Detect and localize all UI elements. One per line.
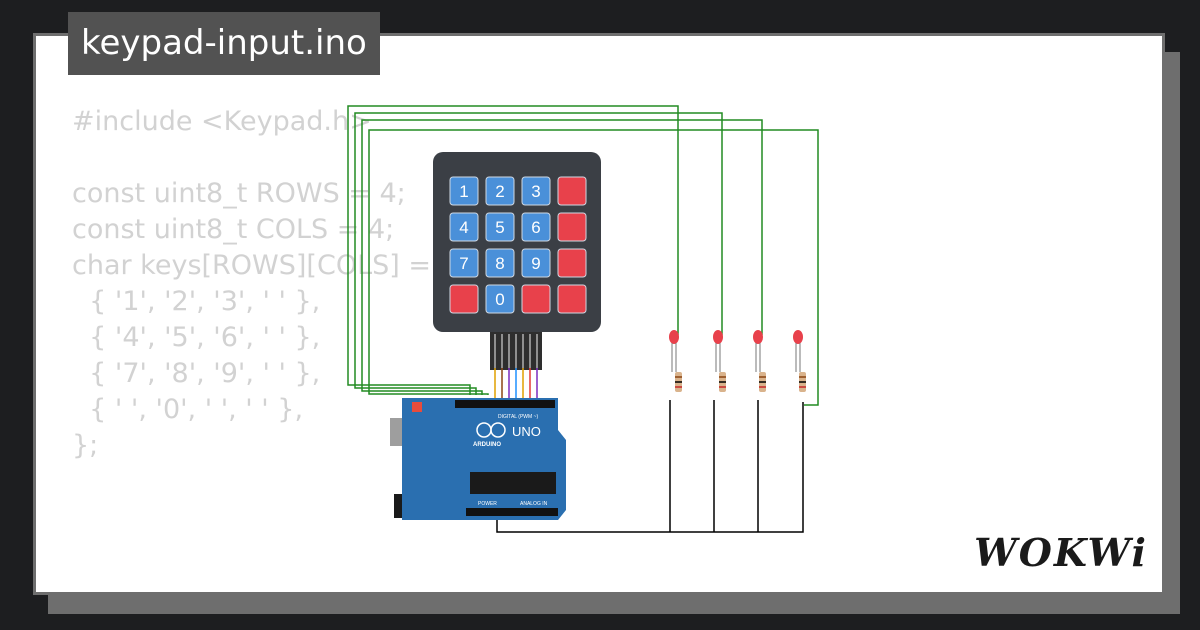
- ground-wires: [496, 400, 804, 533]
- keypad-key-label: 7: [459, 254, 468, 273]
- led[interactable]: [753, 330, 766, 392]
- led[interactable]: [713, 330, 726, 392]
- keypad-key-label: 6: [531, 218, 540, 237]
- keypad-key[interactable]: [557, 176, 587, 206]
- sketch-title: keypad-input.ino: [68, 12, 380, 75]
- keypad-key-label: 8: [495, 254, 504, 273]
- led[interactable]: [793, 330, 806, 392]
- keypad-key[interactable]: 3: [521, 176, 551, 206]
- keypad-key[interactable]: 1: [449, 176, 479, 206]
- code-line: const uint8_t COLS = 4;: [72, 214, 395, 245]
- keypad-key-label: 4: [459, 218, 468, 237]
- keypad-key[interactable]: [557, 248, 587, 278]
- keypad-key-label: 5: [495, 218, 504, 237]
- code-line: };: [72, 430, 99, 461]
- keypad-ribbon: [490, 332, 542, 370]
- keypad-key-label: 2: [495, 182, 504, 201]
- keypad-key[interactable]: 2: [485, 176, 515, 206]
- keypad-key[interactable]: [557, 212, 587, 242]
- keypad-key[interactable]: 9: [521, 248, 551, 278]
- keypad-key[interactable]: 7: [449, 248, 479, 278]
- keypad-key-label: 1: [459, 182, 468, 201]
- arduino-uno[interactable]: UNO ARDUINO DIGITAL (PWM ~) POWER ANALOG…: [390, 398, 566, 520]
- keypad-key[interactable]: 4: [449, 212, 479, 242]
- keypad-key-label: 3: [531, 182, 540, 201]
- code-line: { '4', '5', '6', ' ' },: [72, 322, 321, 353]
- led[interactable]: [669, 330, 682, 392]
- keypad-key[interactable]: [449, 284, 479, 314]
- digital-label: DIGITAL (PWM ~): [498, 414, 538, 420]
- keypad-key-label: 9: [531, 254, 540, 273]
- code-line: #include <Keypad.h>: [72, 106, 372, 137]
- code-line: { '7', '8', '9', ' ' },: [72, 358, 321, 389]
- code-line: const uint8_t ROWS = 4;: [72, 178, 406, 209]
- code-preview: #include <Keypad.h> const uint8_t ROWS =…: [72, 104, 457, 464]
- keypad-key[interactable]: 6: [521, 212, 551, 242]
- analog-label: ANALOG IN: [520, 501, 548, 507]
- board-model: UNO: [512, 424, 541, 439]
- wokwi-logo: WOKWi: [974, 530, 1148, 575]
- green-wires: [347, 105, 819, 406]
- code-line: { ' ', '0', ' ', ' ' },: [72, 394, 304, 425]
- keypad-key[interactable]: [557, 284, 587, 314]
- board-brand: ARDUINO: [473, 442, 501, 448]
- led-group: [669, 330, 806, 392]
- keypad-key[interactable]: 8: [485, 248, 515, 278]
- keypad-key-label: 0: [495, 290, 504, 309]
- keypad-key[interactable]: [521, 284, 551, 314]
- colored-wires: [494, 368, 538, 398]
- keypad-key[interactable]: 0: [485, 284, 515, 314]
- power-label: POWER: [478, 501, 497, 507]
- keypad-key[interactable]: 5: [485, 212, 515, 242]
- code-line: { '1', '2', '3', ' ' },: [72, 286, 321, 317]
- code-line: char keys[ROWS][COLS] = {: [72, 250, 457, 281]
- membrane-keypad[interactable]: 1 2 3 4 5 6 7 8 9 0: [433, 152, 601, 332]
